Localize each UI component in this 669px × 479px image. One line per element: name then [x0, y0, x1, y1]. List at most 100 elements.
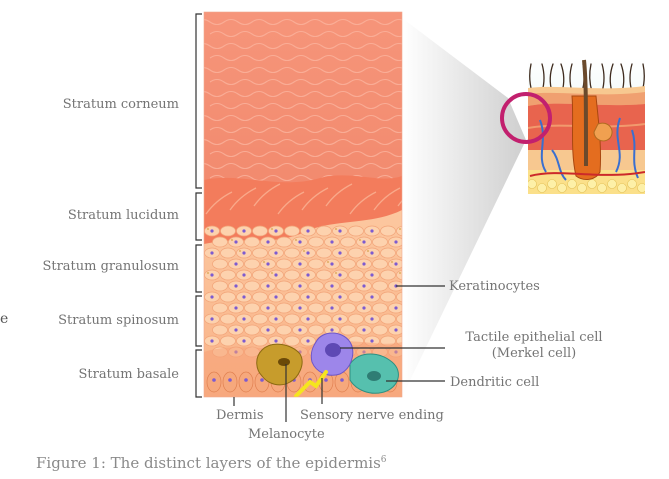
keratinocyte [212, 280, 228, 292]
fat-cell [607, 179, 617, 189]
keratinocyte [244, 236, 260, 248]
keratinocyte-body [380, 269, 396, 281]
keratinocyte [308, 324, 324, 336]
keratinocyte [340, 236, 356, 248]
keratinocyte [252, 225, 268, 237]
keratinocyte [220, 269, 236, 281]
keratinocyte-body [380, 313, 396, 325]
keratinocyte [364, 247, 380, 259]
keratinocyte [380, 225, 396, 237]
keratinocyte [372, 324, 388, 336]
label-stratum-spinosum: Stratum spinosum [58, 313, 179, 328]
keratinocyte [324, 258, 340, 270]
keratinocyte-nucleus [394, 306, 398, 310]
merkel-nucleus [325, 343, 341, 357]
keratohyalin-granule [335, 272, 337, 274]
keratinocyte [228, 280, 244, 292]
basal-cell [238, 371, 254, 393]
layer-bracket [195, 349, 202, 398]
keratinocyte [284, 225, 300, 237]
keratinocyte [332, 313, 348, 325]
keratinocyte-body [316, 269, 332, 281]
keratinocyte-nucleus [274, 229, 278, 233]
label-tactile-line2: (Merkel cell) [491, 346, 577, 361]
keratinocyte [348, 247, 364, 259]
lucidum-streak [397, 199, 402, 207]
keratinocyte [252, 291, 268, 303]
keratinocyte-body [220, 313, 236, 325]
layer-bracket [195, 244, 202, 293]
keratinocyte [236, 291, 252, 303]
keratinocyte [284, 335, 300, 347]
keratinocyte-body [348, 313, 364, 325]
keratinocyte [324, 280, 340, 292]
corneum-wave [204, 138, 402, 146]
keratinocyte [276, 324, 292, 336]
label-stratum-granulosum: Stratum granulosum [42, 259, 179, 274]
layer-bracket [195, 192, 202, 241]
keratinocyte [372, 258, 388, 270]
keratinocyte [268, 247, 284, 259]
keratinocyte-body [220, 247, 236, 259]
label-sensory-nerve: Sensory nerve ending [300, 408, 444, 423]
keratinocyte-nucleus [242, 229, 246, 233]
keratinocyte [396, 313, 402, 325]
keratinocyte-body [308, 324, 324, 336]
keratinocyte [204, 225, 220, 237]
keratinocyte-body [212, 280, 228, 292]
keratinocyte-body [308, 236, 324, 248]
keratohyalin-granule [399, 228, 401, 230]
lucidum-streak [277, 191, 305, 215]
keratinocyte-nucleus [338, 317, 342, 321]
keratinocyte-body [212, 324, 228, 336]
keratinocyte-body [276, 324, 292, 336]
keratinocyte [348, 291, 364, 303]
keratohyalin-granule [239, 250, 241, 252]
keratinocyte [388, 324, 402, 336]
melanocyte-nucleus [278, 358, 290, 366]
keratinocyte-body [284, 269, 300, 281]
keratinocyte-body [308, 258, 324, 270]
keratinocyte [268, 269, 284, 281]
keratinocyte [292, 302, 308, 314]
keratinocyte-nucleus [210, 251, 214, 255]
edge-text-fragment: e [0, 311, 9, 327]
keratinocyte-body [220, 225, 236, 237]
keratinocyte-nucleus [266, 284, 270, 288]
keratinocyte-body [212, 302, 228, 314]
keratinocyte [396, 225, 402, 237]
basal-nucleus [324, 378, 328, 382]
keratinocyte-nucleus [234, 306, 238, 310]
keratinocyte [284, 291, 300, 303]
keratinocyte-body [284, 313, 300, 325]
keratinocyte [220, 247, 236, 259]
keratinocyte [300, 335, 316, 347]
keratinocyte-nucleus [330, 262, 334, 266]
lucidum-streak [253, 183, 281, 207]
keratinocyte [348, 225, 364, 237]
lucidum-streak [205, 191, 233, 215]
keratinocyte-body [316, 247, 332, 259]
keratinocyte [276, 236, 292, 248]
keratinocyte [276, 302, 292, 314]
keratinocyte-nucleus [274, 317, 278, 321]
keratinocyte-nucleus [370, 317, 374, 321]
keratinocyte [292, 280, 308, 292]
keratinocyte [380, 313, 396, 325]
keratinocyte [236, 335, 252, 347]
lucidum-streak [349, 191, 377, 215]
keratinocyte-body [372, 236, 388, 248]
keratinocyte-nucleus [330, 284, 334, 288]
keratinocyte [212, 258, 228, 270]
keratinocyte-body [340, 302, 356, 314]
keratinocyte [220, 313, 236, 325]
keratinocyte-body [380, 291, 396, 303]
keratinocyte-body [244, 236, 260, 248]
keratinocyte [276, 258, 292, 270]
keratinocyte [380, 247, 396, 259]
keratinocyte-body [276, 258, 292, 270]
keratinocyte-nucleus [330, 306, 334, 310]
keratinocyte-body [316, 225, 332, 237]
keratinocyte [252, 247, 268, 259]
keratinocyte [236, 313, 252, 325]
